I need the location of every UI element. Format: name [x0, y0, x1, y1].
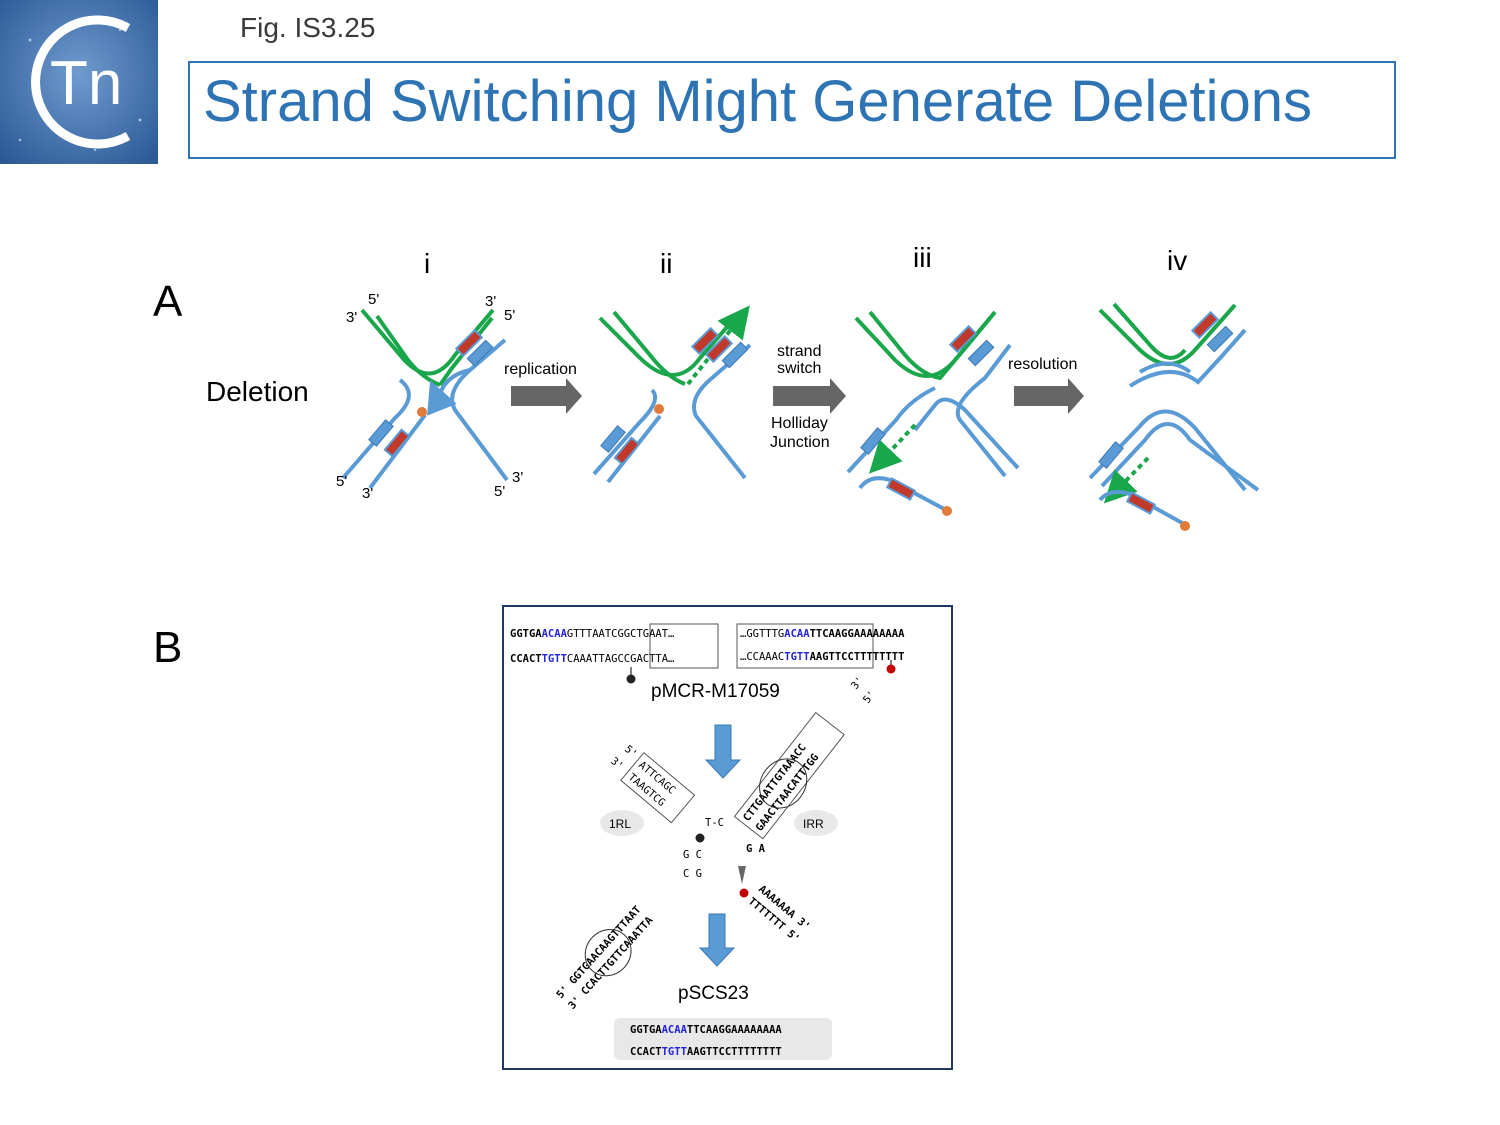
right-arm-label: IRR — [803, 817, 824, 831]
step-label-iv: iv — [1167, 245, 1187, 276]
green-strand-top — [360, 308, 495, 376]
ir-box — [466, 339, 494, 367]
strand-switch-label-1: strand — [777, 343, 821, 360]
sequence-top-right: …GGTTTGACAATTCAAGGAAAAAAAA …CCAAACTGTTAA… — [736, 623, 905, 674]
svg-text:G A: G A — [746, 843, 766, 855]
end-label: 3' — [346, 309, 357, 326]
svg-text:…CCAAACTGTTAAGTTCCTTTTTTTT: …CCAAACTGTTAAGTTCCTTTTTTTT — [740, 651, 904, 663]
deletion-label: Deletion — [206, 376, 309, 407]
svg-text:GGTGAACAATTCAAGGAAAAAAAA: GGTGAACAATTCAAGGAAAAAAAA — [630, 1024, 782, 1036]
sequence-bottom: GGTGAACAATTCAAGGAAAAAAAA CCACTTGTTAAGTTC… — [614, 1018, 832, 1060]
structure-iii — [846, 310, 1020, 516]
blue-strand-left-outer — [341, 378, 411, 480]
replication-label: replication — [504, 361, 577, 378]
left-arm-label: 1RL — [609, 817, 631, 831]
end-label: 3' — [485, 293, 496, 310]
is-element — [454, 328, 484, 358]
structure-ii — [592, 305, 752, 484]
arm-label-bg — [600, 810, 644, 836]
panel-b-frame — [502, 605, 953, 1070]
step-label-iii: iii — [913, 242, 932, 273]
end-label: 5' — [504, 307, 515, 324]
end-label: 5' — [494, 483, 505, 500]
plasmid-bottom-label: pSCS23 — [678, 983, 749, 1004]
end-label: 3' — [362, 485, 373, 502]
title-frame — [188, 61, 1396, 159]
svg-text:G C: G C — [683, 849, 702, 861]
panel-a-label: A — [153, 277, 183, 326]
resolution-arrow — [1014, 378, 1084, 414]
step-label-i: i — [424, 248, 430, 279]
resolution-label: resolution — [1008, 356, 1077, 373]
svg-text:CCACTTGTTCAAATTAGCCGACTTA…: CCACTTGTTCAAATTAGCCGACTTA… — [510, 653, 674, 665]
svg-text:CCACTTGTTAAGTTCCTTTTTTTT: CCACTTGTTAAGTTCCTTTTTTTT — [630, 1046, 782, 1058]
down-arrow-top — [704, 724, 742, 779]
arm-label-bg — [794, 810, 838, 836]
end-label: 5' — [368, 291, 379, 308]
logo-text: Tn — [50, 49, 122, 118]
panel-b-label: B — [153, 623, 182, 672]
strand-switch-arrow — [773, 378, 846, 414]
svg-text:GGTGAACAAGTTTAATCGGCTGAAT…: GGTGAACAAGTTTAATCGGCTGAAT… — [510, 628, 674, 640]
svg-text:C G: C G — [683, 868, 702, 880]
end-label: 5' — [336, 473, 347, 490]
structure-iv — [1088, 302, 1260, 531]
page-title: Strand Switching Might Generate Deletion… — [203, 69, 1313, 134]
replication-origin-dot — [417, 407, 427, 417]
plasmid-top-label: pMCR-M17059 — [651, 681, 780, 702]
sequence-top-left: GGTGAACAAGTTTAATCGGCTGAAT… CCACTTGTTCAAA… — [510, 623, 719, 684]
blue-strand-right-outer — [450, 368, 509, 482]
junction-dot — [886, 664, 896, 674]
holliday-label-2: Junction — [770, 434, 830, 451]
figure-label: Fig. IS3.25 — [240, 12, 376, 43]
structure-i — [341, 308, 509, 490]
ir-box — [368, 419, 394, 447]
strand-switch-label-2: switch — [777, 360, 821, 377]
ctn-logo: Tn — [0, 0, 158, 164]
step-label-ii: ii — [660, 248, 672, 279]
junction-dot — [626, 674, 636, 684]
end-label: 3' — [512, 469, 523, 486]
svg-text:T-C: T-C — [705, 817, 724, 829]
is-element — [383, 428, 411, 458]
down-arrow-bottom — [698, 913, 736, 967]
svg-text:…GGTTTGACAATTCAAGGAAAAAAAA: …GGTTTGACAATTCAAGGAAAAAAAA — [740, 628, 905, 640]
holliday-label-1: Holliday — [771, 415, 828, 432]
replication-arrow — [511, 378, 582, 414]
